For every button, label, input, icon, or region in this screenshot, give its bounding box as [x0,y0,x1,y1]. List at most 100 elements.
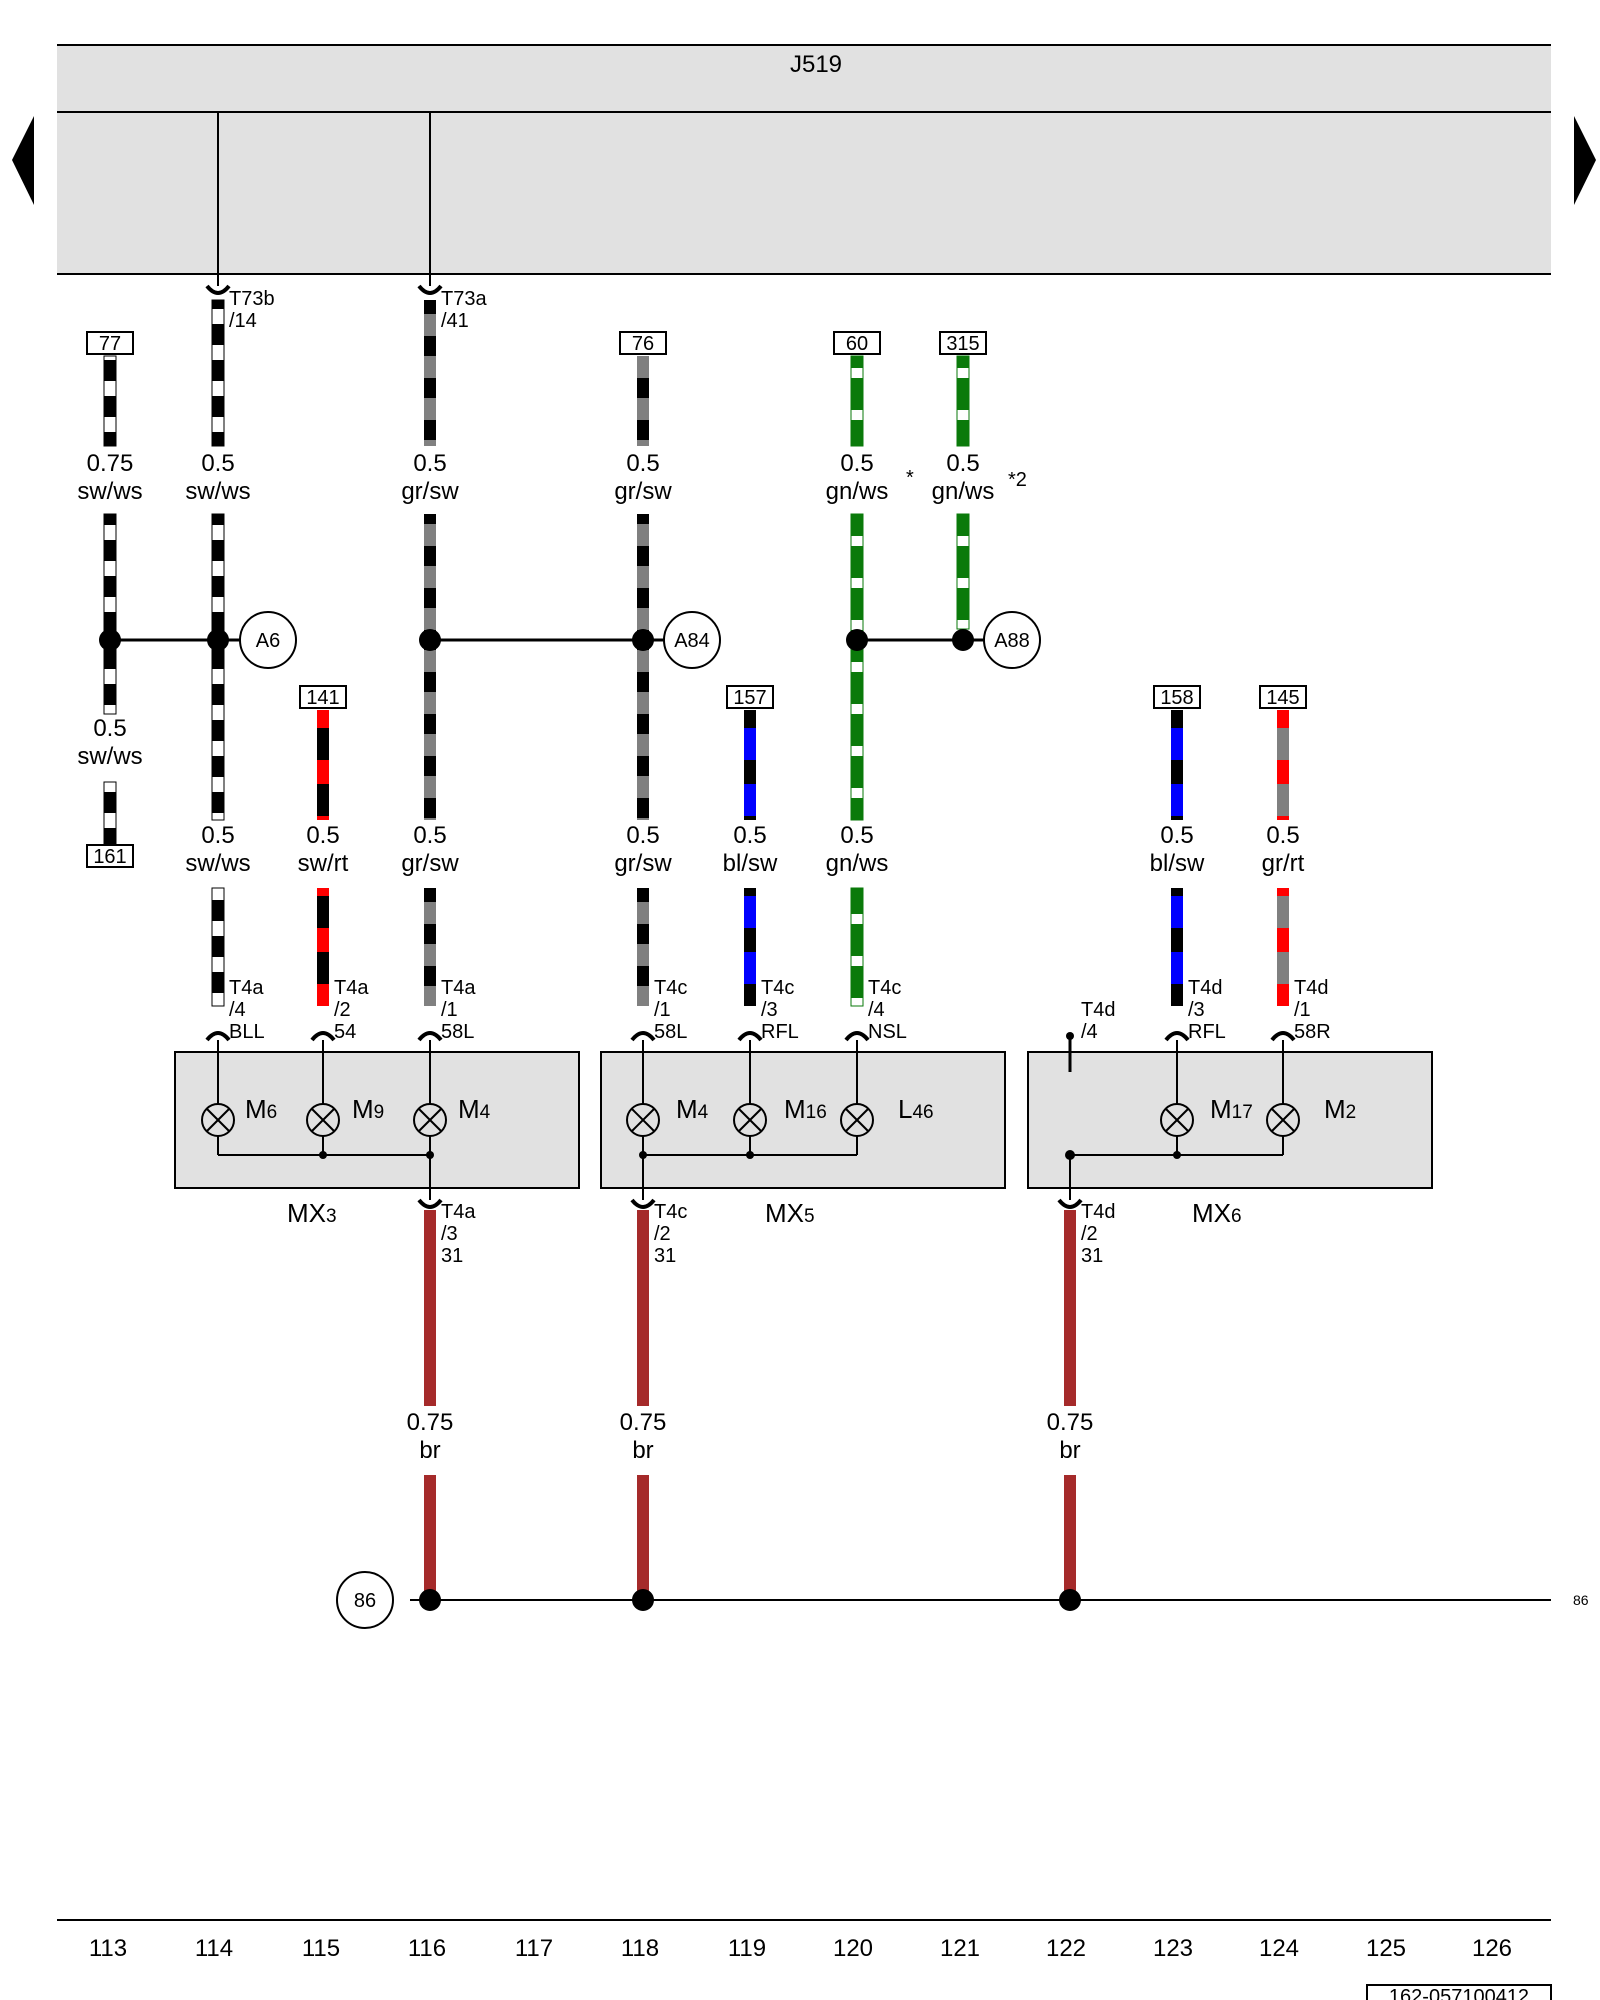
svg-text:sw/ws: sw/ws [185,478,250,505]
ref-circle-a6: A6 [239,611,297,669]
wire-label: 0.5bl/sw [723,822,778,877]
wire-label: 0.5sw/ws [185,822,250,877]
svg-text:0.5: 0.5 [1160,822,1193,849]
svg-text:/1: /1 [441,999,458,1021]
wire-seg [1064,1210,1076,1406]
ref-box-157: 157 [726,685,774,709]
wire-seg [850,513,864,821]
wire-seg [1277,888,1289,1006]
svg-text:0.5: 0.5 [840,450,873,477]
svg-text:gn/ws: gn/ws [932,478,995,505]
svg-text:0.5: 0.5 [733,822,766,849]
svg-text:124: 124 [1259,1935,1299,1962]
splice-dot [846,629,868,651]
svg-text:0.5: 0.5 [1266,822,1299,849]
svg-text:31: 31 [1081,1245,1103,1267]
wire-label: 0.5gr/sw [401,450,459,505]
connector-t73b-symbol [205,284,231,295]
module-j519-body [57,112,1551,274]
wire-seg [637,1475,649,1599]
lamp-icon [733,1103,767,1137]
wire-label: 0.5gn/ws [932,450,995,505]
svg-text:0.5: 0.5 [93,715,126,742]
svg-text:31: 31 [654,1245,676,1267]
svg-text:T4a: T4a [441,1201,476,1223]
triangle-left-icon[interactable] [12,116,34,205]
lamp-label: M16 [784,1094,827,1124]
svg-text:bl/sw: bl/sw [1150,850,1205,877]
internal-junctions [319,1150,1181,1160]
svg-text:T4d: T4d [1081,1201,1115,1223]
svg-text:0.5: 0.5 [626,450,659,477]
wire-seg [103,513,117,715]
svg-text:BLL: BLL [229,1021,265,1043]
wire-label: 0.5gr/sw [614,822,672,877]
wire-seg [1277,710,1289,820]
svg-text:A84: A84 [674,630,710,652]
wire-segments [103,299,1289,1599]
svg-text:0.5: 0.5 [626,822,659,849]
svg-text:/4: /4 [229,999,246,1021]
ref-box-158: 158 [1153,685,1201,709]
svg-text:119: 119 [728,1935,766,1962]
wire-label: 0.5sw/ws [185,450,250,505]
connector-t73b-name: T73b [229,288,275,310]
pin-label: T4c/231 [654,1201,687,1267]
svg-text:/3: /3 [1188,999,1205,1021]
lamp-label: L46 [898,1094,934,1124]
svg-text:T4a: T4a [441,977,476,999]
lamp-icon [1160,1103,1194,1137]
splice-dot [1059,1589,1081,1611]
svg-text:0.5: 0.5 [413,822,446,849]
svg-text:gr/sw: gr/sw [401,850,459,877]
wire-label: 0.5sw/rt [298,822,349,877]
pin-label: T4a/254 [334,977,369,1043]
wire-seg [1064,1475,1076,1599]
wire-seg [637,1210,649,1406]
svg-text:T4d: T4d [1294,977,1328,999]
svg-text:113: 113 [89,1935,127,1962]
wire-seg [956,355,970,447]
lamp-label: M6 [245,1094,277,1124]
connector-t73a-pin: /41 [441,310,469,332]
svg-text:gr/sw: gr/sw [401,478,459,505]
svg-text:120: 120 [833,1935,873,1962]
ground-continuation-ref: 86 [1573,1592,1589,1608]
wire-seg [637,356,649,446]
pin-label: T4a/331 [441,1201,476,1267]
svg-text:31: 31 [441,1245,463,1267]
ref-box-145: 145 [1259,685,1307,709]
module-j519-label: J519 [790,51,842,78]
svg-text:0.5: 0.5 [201,822,234,849]
svg-text:sw/ws: sw/ws [77,743,142,770]
wire-label: 0.5gr/sw [614,450,672,505]
module-mx3 [174,1051,580,1189]
module-label-mx6: MX6 [1192,1198,1242,1228]
svg-text:76: 76 [632,333,654,355]
connector-t73b-pin: /14 [229,310,257,332]
wire-seg [103,781,117,845]
triangle-right-icon[interactable] [1574,116,1596,205]
wire-seg [850,355,864,447]
svg-text:/1: /1 [654,999,671,1021]
svg-text:T4c: T4c [654,1201,687,1223]
svg-text:77: 77 [99,333,121,355]
svg-text:bl/sw: bl/sw [723,850,778,877]
connector-t73a-name: T73a [441,288,487,310]
lamp-icon [1266,1103,1300,1137]
wire-seg [424,300,436,446]
wire-label: 0.5gr/sw [401,822,459,877]
wire-seg [211,299,225,447]
svg-text:gn/ws: gn/ws [826,478,889,505]
svg-text:/3: /3 [761,999,778,1021]
svg-text:117: 117 [515,1935,553,1962]
wire-seg [637,888,649,1006]
svg-text:0.5: 0.5 [413,450,446,477]
ref-box-60: 60 [833,331,881,355]
svg-text:0.5: 0.5 [946,450,979,477]
